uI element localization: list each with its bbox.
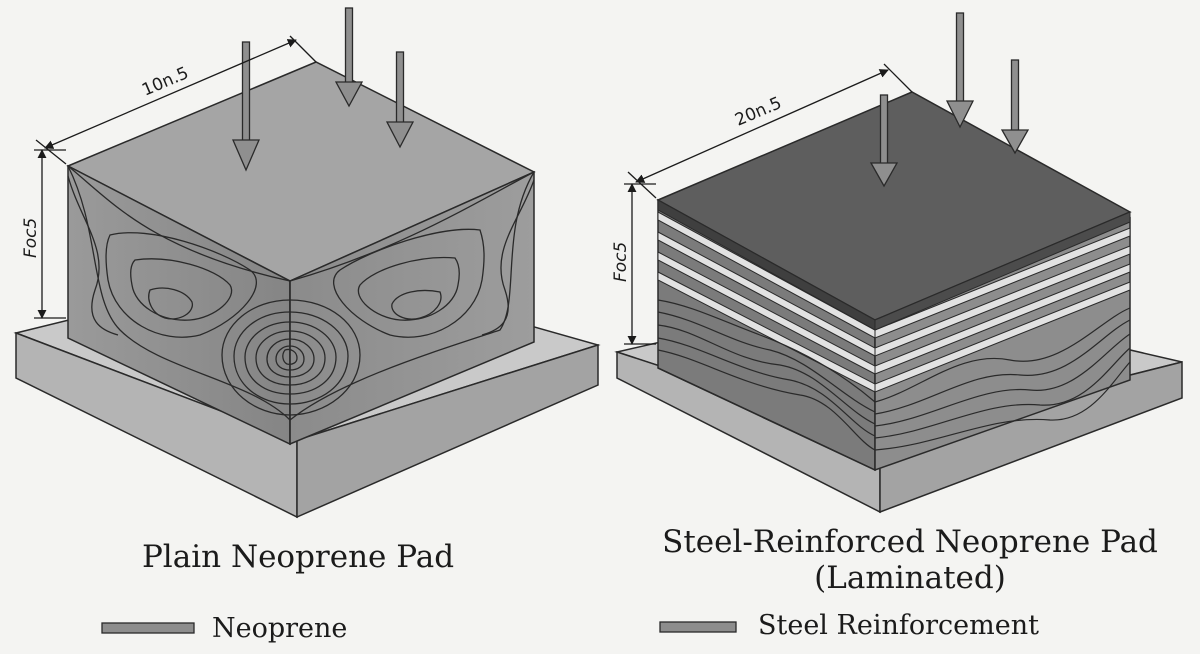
legend-swatch-icon [659, 621, 737, 633]
stress-contours [67, 165, 535, 444]
right-width-label: 20n.5 [732, 93, 785, 130]
right-height-label: Foc5 [611, 242, 631, 282]
legend-item-neoprene: Neoprene [101, 613, 347, 644]
down-arrow-icon [1000, 59, 1030, 155]
right-caption-line2: (Laminated) [814, 560, 1006, 596]
legend-label-steel: Steel Reinforcement [758, 610, 1039, 641]
laminated-pad-diagram: 20n.5 Foc5 Steel-Reinforced Neoprene Pad… [611, 12, 1183, 596]
left-caption: Plain Neoprene Pad [142, 539, 454, 575]
neoprene-block [66, 61, 536, 446]
legend: Neoprene Steel Reinforcement [101, 610, 1039, 644]
deformed-neoprene-region [657, 299, 1131, 451]
left-width-label: 10n.5 [139, 63, 192, 100]
down-arrow-icon [334, 7, 364, 108]
legend-item-steel: Steel Reinforcement [659, 610, 1039, 641]
down-arrow-icon [945, 12, 975, 129]
dimension-arrow-icon [624, 63, 913, 345]
right-caption-line1: Steel-Reinforced Neoprene Pad [662, 524, 1158, 560]
steel-layers-right [874, 227, 1131, 393]
down-arrow-icon [385, 51, 415, 149]
left-height-label: Foc5 [21, 218, 41, 258]
plain-pad-diagram: 10n.5 Foc5 Plain Neoprene Pad [13, 7, 601, 575]
legend-label-neoprene: Neoprene [212, 613, 347, 644]
dimension-arrow-icon [34, 35, 317, 319]
legend-swatch-icon [101, 622, 195, 634]
